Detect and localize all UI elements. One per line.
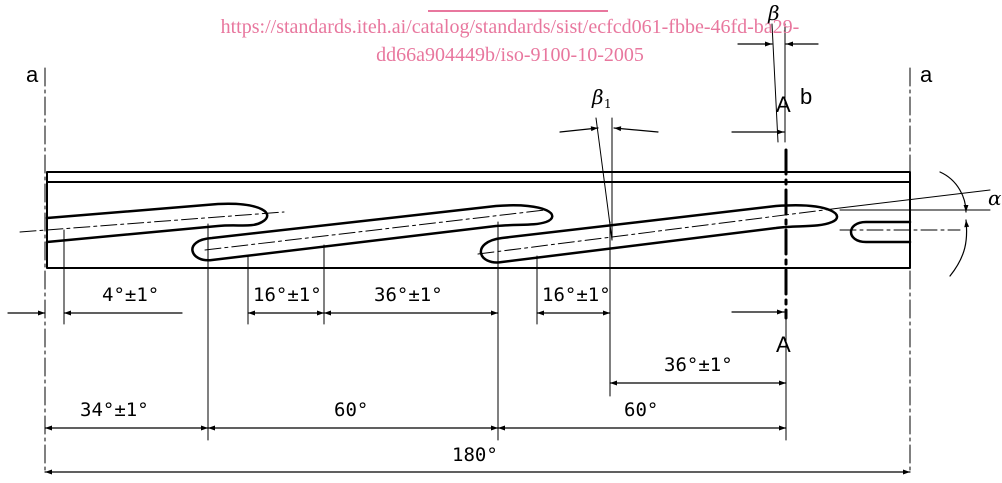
dimension-lines [7,41,970,475]
slot-4 [849,220,912,244]
label-right-edge: a [920,62,933,87]
label-beta: β [767,1,780,25]
label-beta1-subscript: 1 [604,97,612,111]
label-section-b: b [800,84,812,109]
dim-16-left: 16°±1° [253,284,322,306]
watermark-url[interactable]: https://standards.iteh.ai/catalog/standa… [140,10,880,69]
edge-labels: a a A b A β 1 β α [26,1,1002,357]
label-beta1: β [591,85,604,109]
slot-3 [479,204,839,264]
watermark-line-2: dd66a904449b/iso-9100-10-2005 [376,44,644,66]
watermark-line-1: https://standards.iteh.ai/catalog/standa… [220,16,800,38]
dim-36-right: 36°±1° [664,354,733,376]
dimension-texts: 4°±1° 16°±1° 36°±1° 16°±1° 36°±1° 34°±1°… [80,284,733,466]
label-section-top: A [776,92,791,117]
dim-36-left: 36°±1° [374,284,443,306]
dim-34: 34°±1° [80,399,149,421]
slot-centerlines [19,207,961,255]
dim-4: 4°±1° [102,284,159,306]
label-alpha: α [988,186,1002,210]
dim-16-right: 16°±1° [542,284,611,306]
dim-180: 180° [452,444,498,466]
dim-60-right: 60° [624,399,658,421]
slot-2 [191,204,554,262]
slot-1 [45,202,269,244]
label-section-bottom: A [776,332,791,357]
dim-60-left: 60° [334,399,368,421]
watermark-underline [428,10,608,12]
extension-lines [63,23,991,441]
label-left-edge: a [26,62,39,87]
